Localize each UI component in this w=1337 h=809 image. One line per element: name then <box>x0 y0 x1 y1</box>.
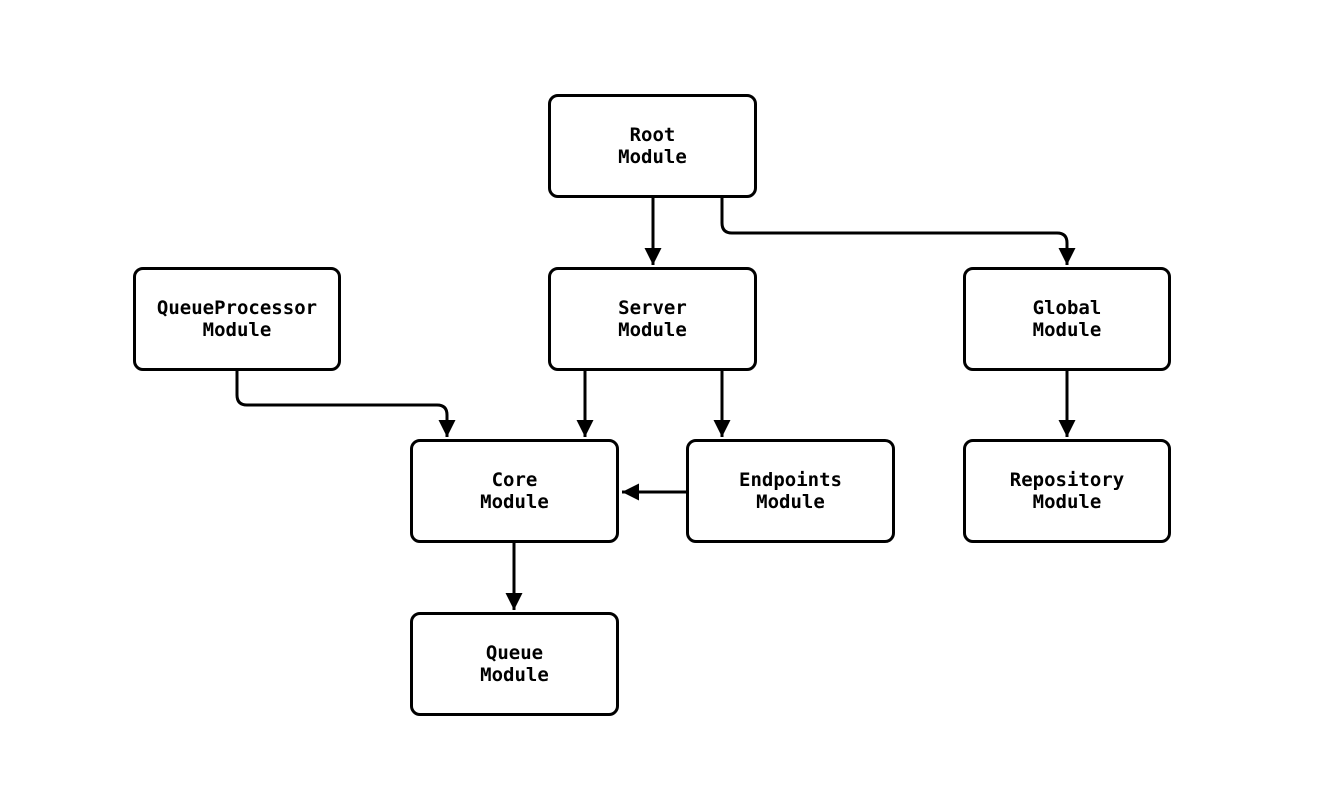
node-server-module-label: Server Module <box>618 297 687 341</box>
node-global-module-label: Global Module <box>1032 297 1102 341</box>
node-endpoints-module-label: Endpoints Module <box>739 469 842 513</box>
node-root-module-label: Root Module <box>618 124 687 168</box>
node-endpoints-module[interactable]: Endpoints Module <box>686 439 895 543</box>
node-root-module[interactable]: Root Module <box>548 94 757 198</box>
edge-root-module-to-global-module <box>720 198 1076 265</box>
node-server-module[interactable]: Server Module <box>548 267 757 371</box>
node-repository-module[interactable]: Repository Module <box>963 439 1171 543</box>
node-repository-module-label: Repository Module <box>1009 469 1125 513</box>
edge-queueprocessor-module-to-core-module <box>235 371 456 437</box>
node-global-module[interactable]: Global Module <box>963 267 1171 371</box>
node-core-module[interactable]: Core Module <box>410 439 619 543</box>
node-queue-module[interactable]: Queue Module <box>410 612 619 716</box>
node-queueprocessor-module[interactable]: QueueProcessor Module <box>133 267 341 371</box>
node-queue-module-label: Queue Module <box>480 642 549 686</box>
node-core-module-label: Core Module <box>480 469 549 513</box>
node-queueprocessor-module-label: QueueProcessor Module <box>156 297 318 341</box>
